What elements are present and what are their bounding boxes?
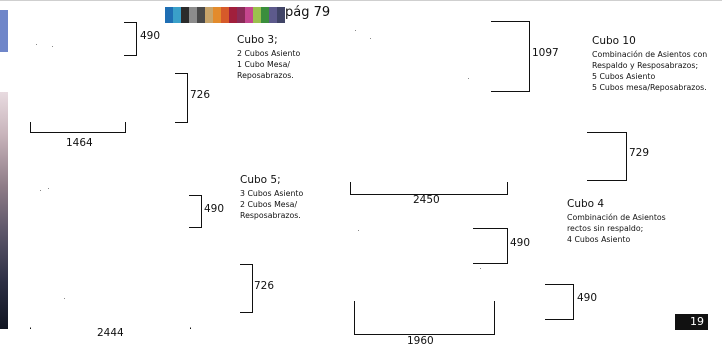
dimension-bracket-490-b bbox=[189, 195, 202, 228]
color-swatch bbox=[261, 7, 269, 23]
artwork-speck bbox=[52, 46, 53, 47]
artwork-speck bbox=[370, 38, 371, 39]
cubo3-title: Cubo 3; bbox=[237, 34, 278, 46]
color-swatch bbox=[269, 7, 277, 23]
dimension-490-c: 490 bbox=[510, 237, 531, 249]
cubo5-title: Cubo 5; bbox=[240, 174, 281, 186]
page-top-rule bbox=[0, 0, 722, 1]
dimension-bracket-1960 bbox=[354, 301, 495, 335]
color-swatch bbox=[237, 7, 245, 23]
cubo5-block: Cubo 5; 3 Cubos Asiento 2 Cubos Mesa/ Re… bbox=[240, 174, 303, 221]
color-swatch bbox=[197, 7, 205, 23]
cubo5-description: 3 Cubos Asiento 2 Cubos Mesa/ Resposabra… bbox=[240, 189, 304, 220]
dimension-490-b: 490 bbox=[204, 203, 225, 215]
dimension-bracket-729 bbox=[587, 132, 627, 181]
cubo4-block: Cubo 4 Combinación de Asientos rectos si… bbox=[567, 198, 666, 245]
color-swatch bbox=[213, 7, 221, 23]
color-swatch-bar bbox=[165, 7, 285, 23]
dimension-2450: 2450 bbox=[413, 194, 440, 206]
cubo4-title: Cubo 4 bbox=[567, 198, 605, 210]
artwork-speck bbox=[36, 44, 37, 45]
dimension-bracket-490-d bbox=[545, 284, 574, 320]
artwork-speck bbox=[48, 188, 49, 189]
artwork-speck bbox=[480, 268, 481, 269]
color-swatch bbox=[221, 7, 229, 23]
page-number-badge: 19 bbox=[675, 314, 708, 330]
artwork-speck bbox=[64, 298, 65, 299]
dimension-bracket-1464 bbox=[30, 122, 126, 133]
artwork-speck bbox=[40, 190, 41, 191]
dimension-bracket-490-c bbox=[473, 228, 508, 264]
cubo3-block: Cubo 3; 2 Cubos Asiento 1 Cubo Mesa/ Rep… bbox=[237, 34, 300, 81]
color-swatch bbox=[277, 7, 285, 23]
dimension-490-a: 490 bbox=[140, 30, 161, 42]
color-swatch bbox=[189, 7, 197, 23]
cubo10-block: Cubo 10 Combinación de Asientos con Resp… bbox=[592, 35, 707, 93]
color-swatch bbox=[245, 7, 253, 23]
cubo10-description: Combinación de Asientos con Respaldo y R… bbox=[592, 50, 708, 92]
dimension-1464: 1464 bbox=[66, 137, 93, 149]
dimension-1960: 1960 bbox=[407, 335, 434, 347]
dimension-726-b: 726 bbox=[254, 280, 275, 292]
artwork-speck bbox=[358, 230, 359, 231]
dimension-490-d: 490 bbox=[577, 292, 598, 304]
color-swatch bbox=[253, 7, 261, 23]
dimension-bracket-2450 bbox=[350, 182, 508, 195]
artwork-speck bbox=[355, 30, 356, 31]
color-swatch bbox=[205, 7, 213, 23]
dimension-bracket-726-b bbox=[240, 264, 253, 313]
page-label: pág 79 bbox=[285, 5, 331, 20]
dimension-bracket-1097 bbox=[491, 21, 530, 92]
left-photo-strip-top bbox=[0, 10, 8, 52]
left-photo-strip bbox=[0, 92, 8, 329]
color-swatch bbox=[229, 7, 237, 23]
color-swatch bbox=[181, 7, 189, 23]
color-swatch bbox=[173, 7, 181, 23]
dimension-1097: 1097 bbox=[532, 47, 559, 59]
dimension-bracket-726-a bbox=[175, 73, 188, 123]
dimension-2444: 2444 bbox=[97, 327, 124, 339]
cubo4-description: Combinación de Asientos rectos sin respa… bbox=[567, 213, 666, 244]
dimension-bracket-2444 bbox=[30, 327, 191, 329]
dimension-729: 729 bbox=[629, 147, 650, 159]
dimension-726-a: 726 bbox=[190, 89, 211, 101]
artwork-speck bbox=[468, 78, 469, 79]
cubo10-title: Cubo 10 bbox=[592, 35, 636, 47]
cubo3-description: 2 Cubos Asiento 1 Cubo Mesa/ Reposabrazo… bbox=[237, 49, 301, 80]
color-swatch bbox=[165, 7, 173, 23]
dimension-bracket-490-a bbox=[124, 22, 137, 56]
